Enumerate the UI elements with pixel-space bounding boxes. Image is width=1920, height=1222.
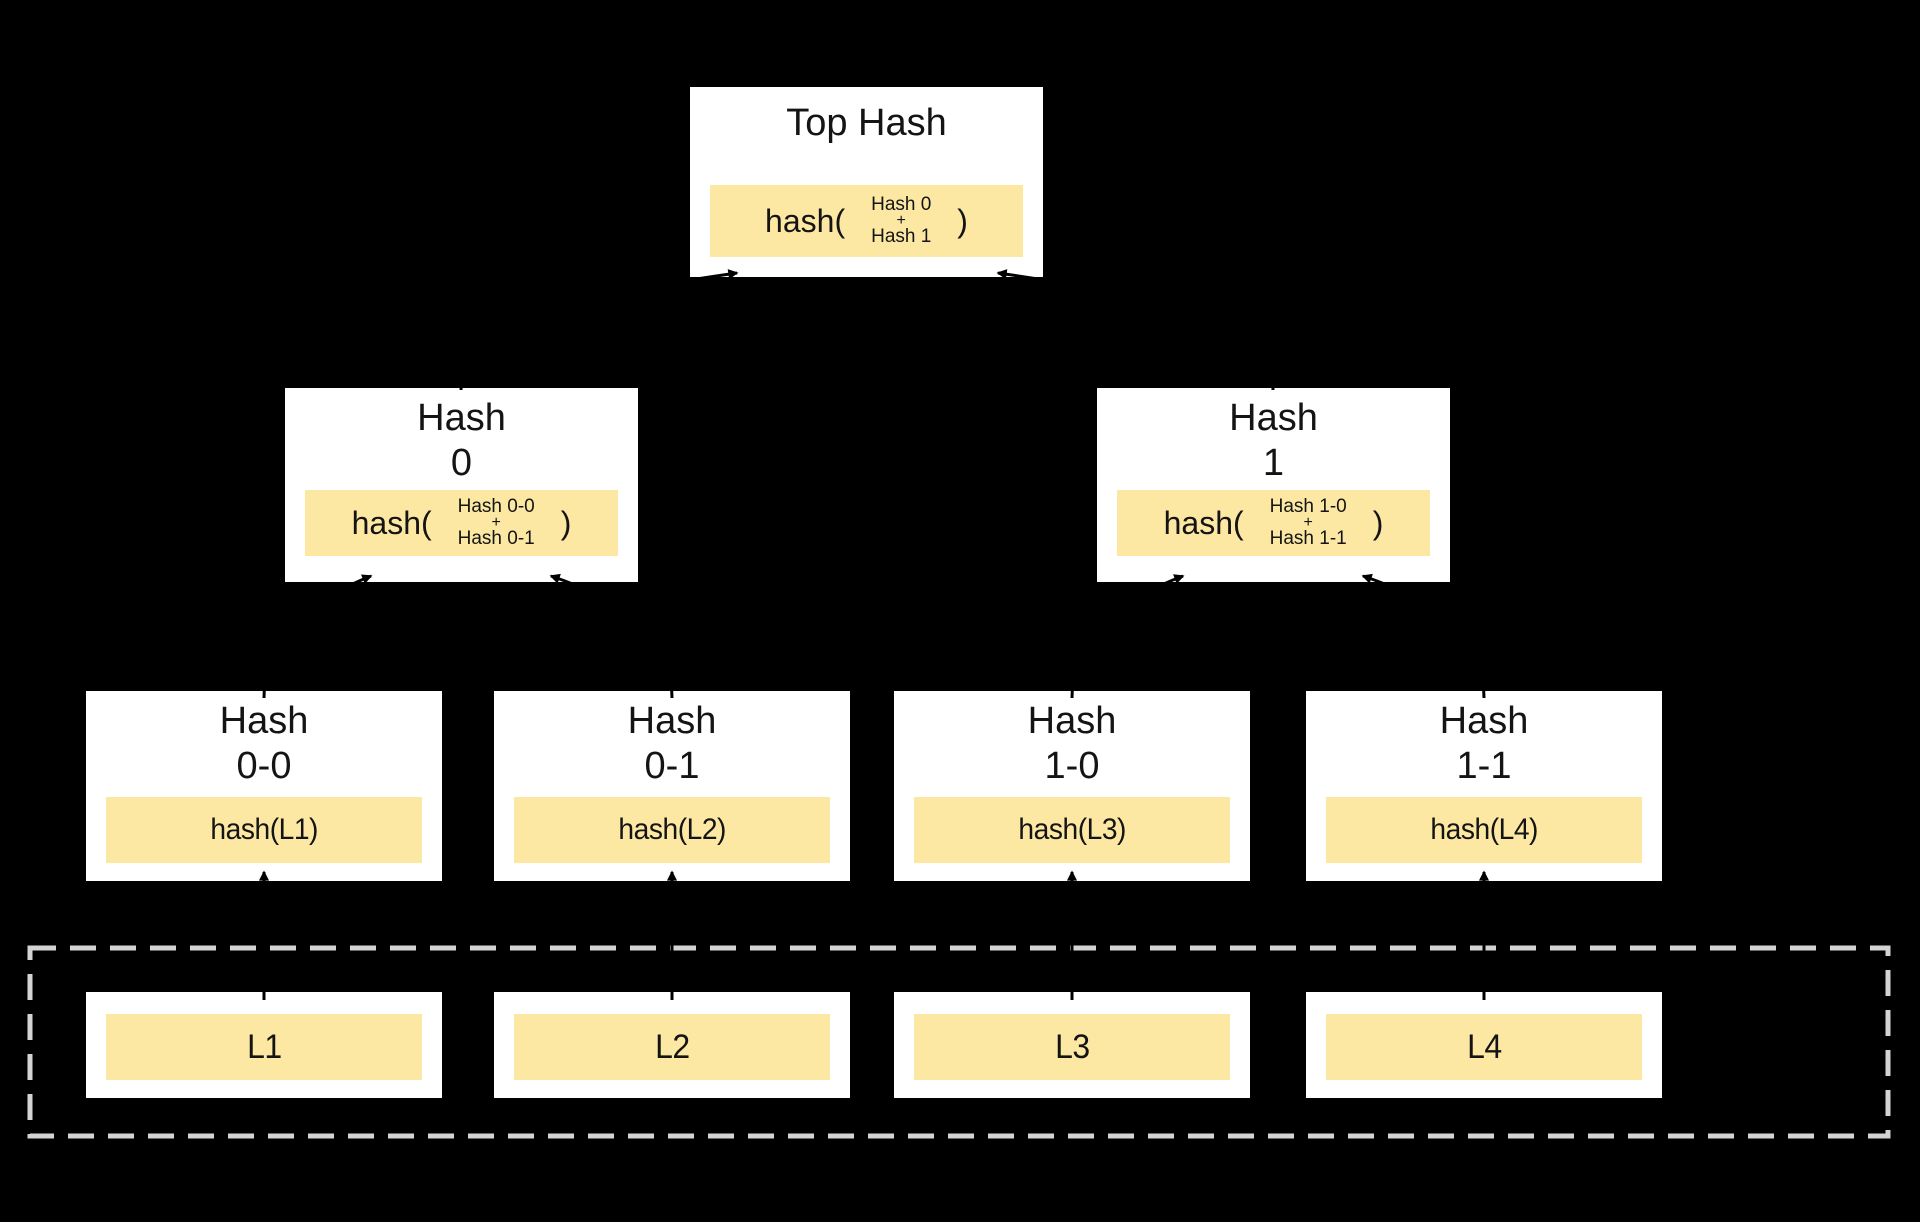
node-title-line2: 0-1 <box>644 744 700 787</box>
hash-function-box: hash(L4) <box>1326 797 1642 863</box>
hash-args: Hash 0-0 + Hash 0-1 <box>458 497 535 549</box>
hash-fn-open: hash( <box>765 203 846 239</box>
hash-fn-close: ) <box>957 203 968 239</box>
node-hash-1-0: Hash 1-0 hash(L3) <box>894 691 1250 881</box>
node-title-line1: Hash <box>417 397 506 439</box>
node-title-line2: 1-0 <box>1044 744 1100 787</box>
hash-arg-2: Hash 1-1 <box>1269 528 1347 550</box>
data-block-label: L3 <box>1054 1027 1090 1066</box>
node-title-line1: Hash <box>627 700 717 742</box>
node-title-line1: Hash <box>1439 700 1529 742</box>
hash-arg-1: Hash 0-0 <box>457 496 535 518</box>
data-block-label: L4 <box>1466 1027 1502 1066</box>
hash-arg-2: Hash 0-1 <box>457 528 535 550</box>
node-title-line2: 1 <box>1262 441 1285 484</box>
node-title: Hash 0-0 <box>86 691 442 789</box>
plus-operator: + <box>1303 513 1313 531</box>
hash-fn-open: hash( <box>1163 505 1244 541</box>
node-title-line2: 1-1 <box>1456 744 1512 787</box>
data-block-l4: L4 <box>1306 992 1662 1098</box>
data-block-fill: L4 <box>1326 1014 1642 1080</box>
hash-function-box: hash( Hash 0 + Hash 1 ) <box>710 185 1023 257</box>
data-block-l3: L3 <box>894 992 1250 1098</box>
node-title: Hash 0-1 <box>494 691 850 789</box>
node-hash-1: Hash 1 hash( Hash 1-0 + Hash 1-1 ) <box>1097 388 1450 582</box>
hash-arg-1: Hash 0 <box>871 194 932 216</box>
node-title-line2: 0-0 <box>236 744 292 787</box>
node-hash-0: Hash 0 hash( Hash 0-0 + Hash 0-1 ) <box>285 388 638 582</box>
node-title: Hash 1-0 <box>894 691 1250 789</box>
data-block-fill: L2 <box>514 1014 830 1080</box>
data-block-label: L1 <box>246 1027 282 1066</box>
node-hash-0-0: Hash 0-0 hash(L1) <box>86 691 442 881</box>
data-block-l2: L2 <box>494 992 850 1098</box>
data-block-fill: L1 <box>106 1014 422 1080</box>
hash-function-box: hash(L1) <box>106 797 422 863</box>
hash-fn-open: hash( <box>351 505 432 541</box>
data-block-label: L2 <box>654 1027 690 1066</box>
hash-function-box: hash(L3) <box>914 797 1230 863</box>
hash-args: Hash 0 + Hash 1 <box>871 195 931 247</box>
node-hash-0-1: Hash 0-1 hash(L2) <box>494 691 850 881</box>
hash-formula: hash(L1) <box>210 813 318 846</box>
hash-function-box: hash( Hash 1-0 + Hash 1-1 ) <box>1117 490 1430 556</box>
plus-operator: + <box>896 211 906 229</box>
node-title-line1: Hash <box>1229 397 1318 439</box>
hash-function-box: hash(L2) <box>514 797 830 863</box>
hash-arg-2: Hash 1 <box>871 226 932 248</box>
node-title: Hash 1-1 <box>1306 691 1662 789</box>
node-title: Top Hash <box>786 102 947 144</box>
data-block-l1: L1 <box>86 992 442 1098</box>
node-title-line2: 0 <box>450 441 473 484</box>
node-title: Hash 0 <box>285 388 638 486</box>
node-title-line1: Hash <box>219 700 309 742</box>
node-top-hash: Top Hash hash( Hash 0 + Hash 1 ) <box>690 87 1043 277</box>
hash-args: Hash 1-0 + Hash 1-1 <box>1270 497 1347 549</box>
data-blocks-dashed-outline <box>27 945 1891 1139</box>
hash-fn-close: ) <box>1372 505 1384 541</box>
plus-operator: + <box>491 513 501 531</box>
hash-fn-close: ) <box>560 505 572 541</box>
node-hash-1-1: Hash 1-1 hash(L4) <box>1306 691 1662 881</box>
hash-formula: hash(L3) <box>1018 813 1126 846</box>
hash-formula: hash(L4) <box>1430 813 1538 846</box>
hash-formula: hash(L2) <box>618 813 726 846</box>
hash-function-box: hash( Hash 0-0 + Hash 0-1 ) <box>305 490 618 556</box>
node-title-line1: Hash <box>1027 700 1117 742</box>
node-title: Hash 1 <box>1097 388 1450 486</box>
data-block-fill: L3 <box>914 1014 1230 1080</box>
hash-arg-1: Hash 1-0 <box>1269 496 1347 518</box>
